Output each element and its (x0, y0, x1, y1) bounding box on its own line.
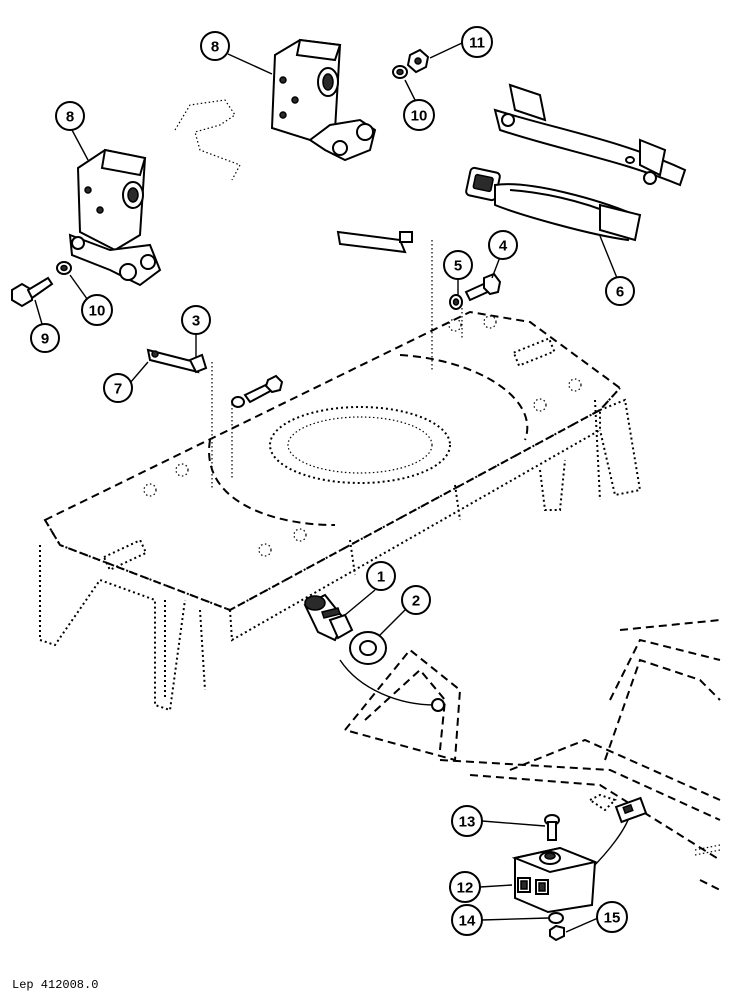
switch-box-12 (511, 846, 599, 914)
callout-5: 5 (443, 250, 473, 280)
bolt-9 (11, 276, 54, 308)
nut-11 (406, 48, 430, 74)
valve-8-lower (68, 148, 162, 287)
ring-2 (349, 631, 387, 665)
callout-3: 3 (181, 305, 211, 335)
washer-5 (449, 294, 463, 310)
bolt-13 (544, 814, 560, 841)
cab-structure (339, 619, 721, 891)
callout-10-lower: 10 (81, 294, 113, 326)
lever-center (336, 230, 413, 254)
callout-11: 11 (461, 26, 493, 58)
handle-6 (465, 166, 642, 242)
nut-14-15 (548, 912, 565, 942)
callout-12: 12 (449, 871, 481, 903)
callout-4: 4 (488, 230, 518, 260)
callout-label: 13 (459, 814, 476, 831)
callout-15: 15 (596, 901, 628, 933)
washer-10-lower (56, 261, 72, 275)
callout-label: 6 (616, 284, 624, 301)
callout-10-upper: 10 (403, 99, 435, 131)
callout-label: 12 (457, 880, 474, 897)
callout-8-upper: 8 (200, 31, 230, 61)
lever-3 (188, 353, 208, 374)
callout-14: 14 (451, 904, 483, 936)
callout-label: 15 (604, 910, 621, 927)
callout-label: 8 (66, 109, 74, 126)
callout-label: 9 (41, 331, 49, 348)
callout-label: 10 (89, 303, 106, 320)
callout-8-lower: 8 (55, 101, 85, 131)
callout-label: 10 (411, 108, 428, 125)
callout-label: 2 (412, 593, 420, 610)
callout-label: 5 (454, 258, 462, 275)
callout-6: 6 (605, 276, 635, 306)
reference-label: Lep 412008.0 (12, 978, 98, 992)
callout-label: 4 (499, 238, 508, 255)
callout-label: 1 (377, 569, 385, 586)
callout-9: 9 (30, 323, 60, 353)
callout-1: 1 (366, 561, 396, 591)
callout-label: 11 (469, 35, 485, 52)
bolt-4 (464, 272, 502, 302)
callout-7: 7 (103, 373, 133, 403)
callout-2: 2 (401, 585, 431, 615)
valve-8-upper (174, 38, 377, 181)
callout-13: 13 (451, 805, 483, 837)
washer-10-upper (392, 65, 408, 79)
mounting-bar (493, 83, 687, 187)
chassis-frame (39, 240, 642, 712)
callout-label: 14 (459, 913, 476, 930)
callout-label: 8 (211, 39, 219, 56)
callout-label: 3 (192, 313, 200, 330)
bolt-left (231, 374, 284, 408)
leader-lines (34, 42, 618, 933)
plug-1 (303, 593, 354, 642)
callout-label: 7 (114, 381, 122, 398)
